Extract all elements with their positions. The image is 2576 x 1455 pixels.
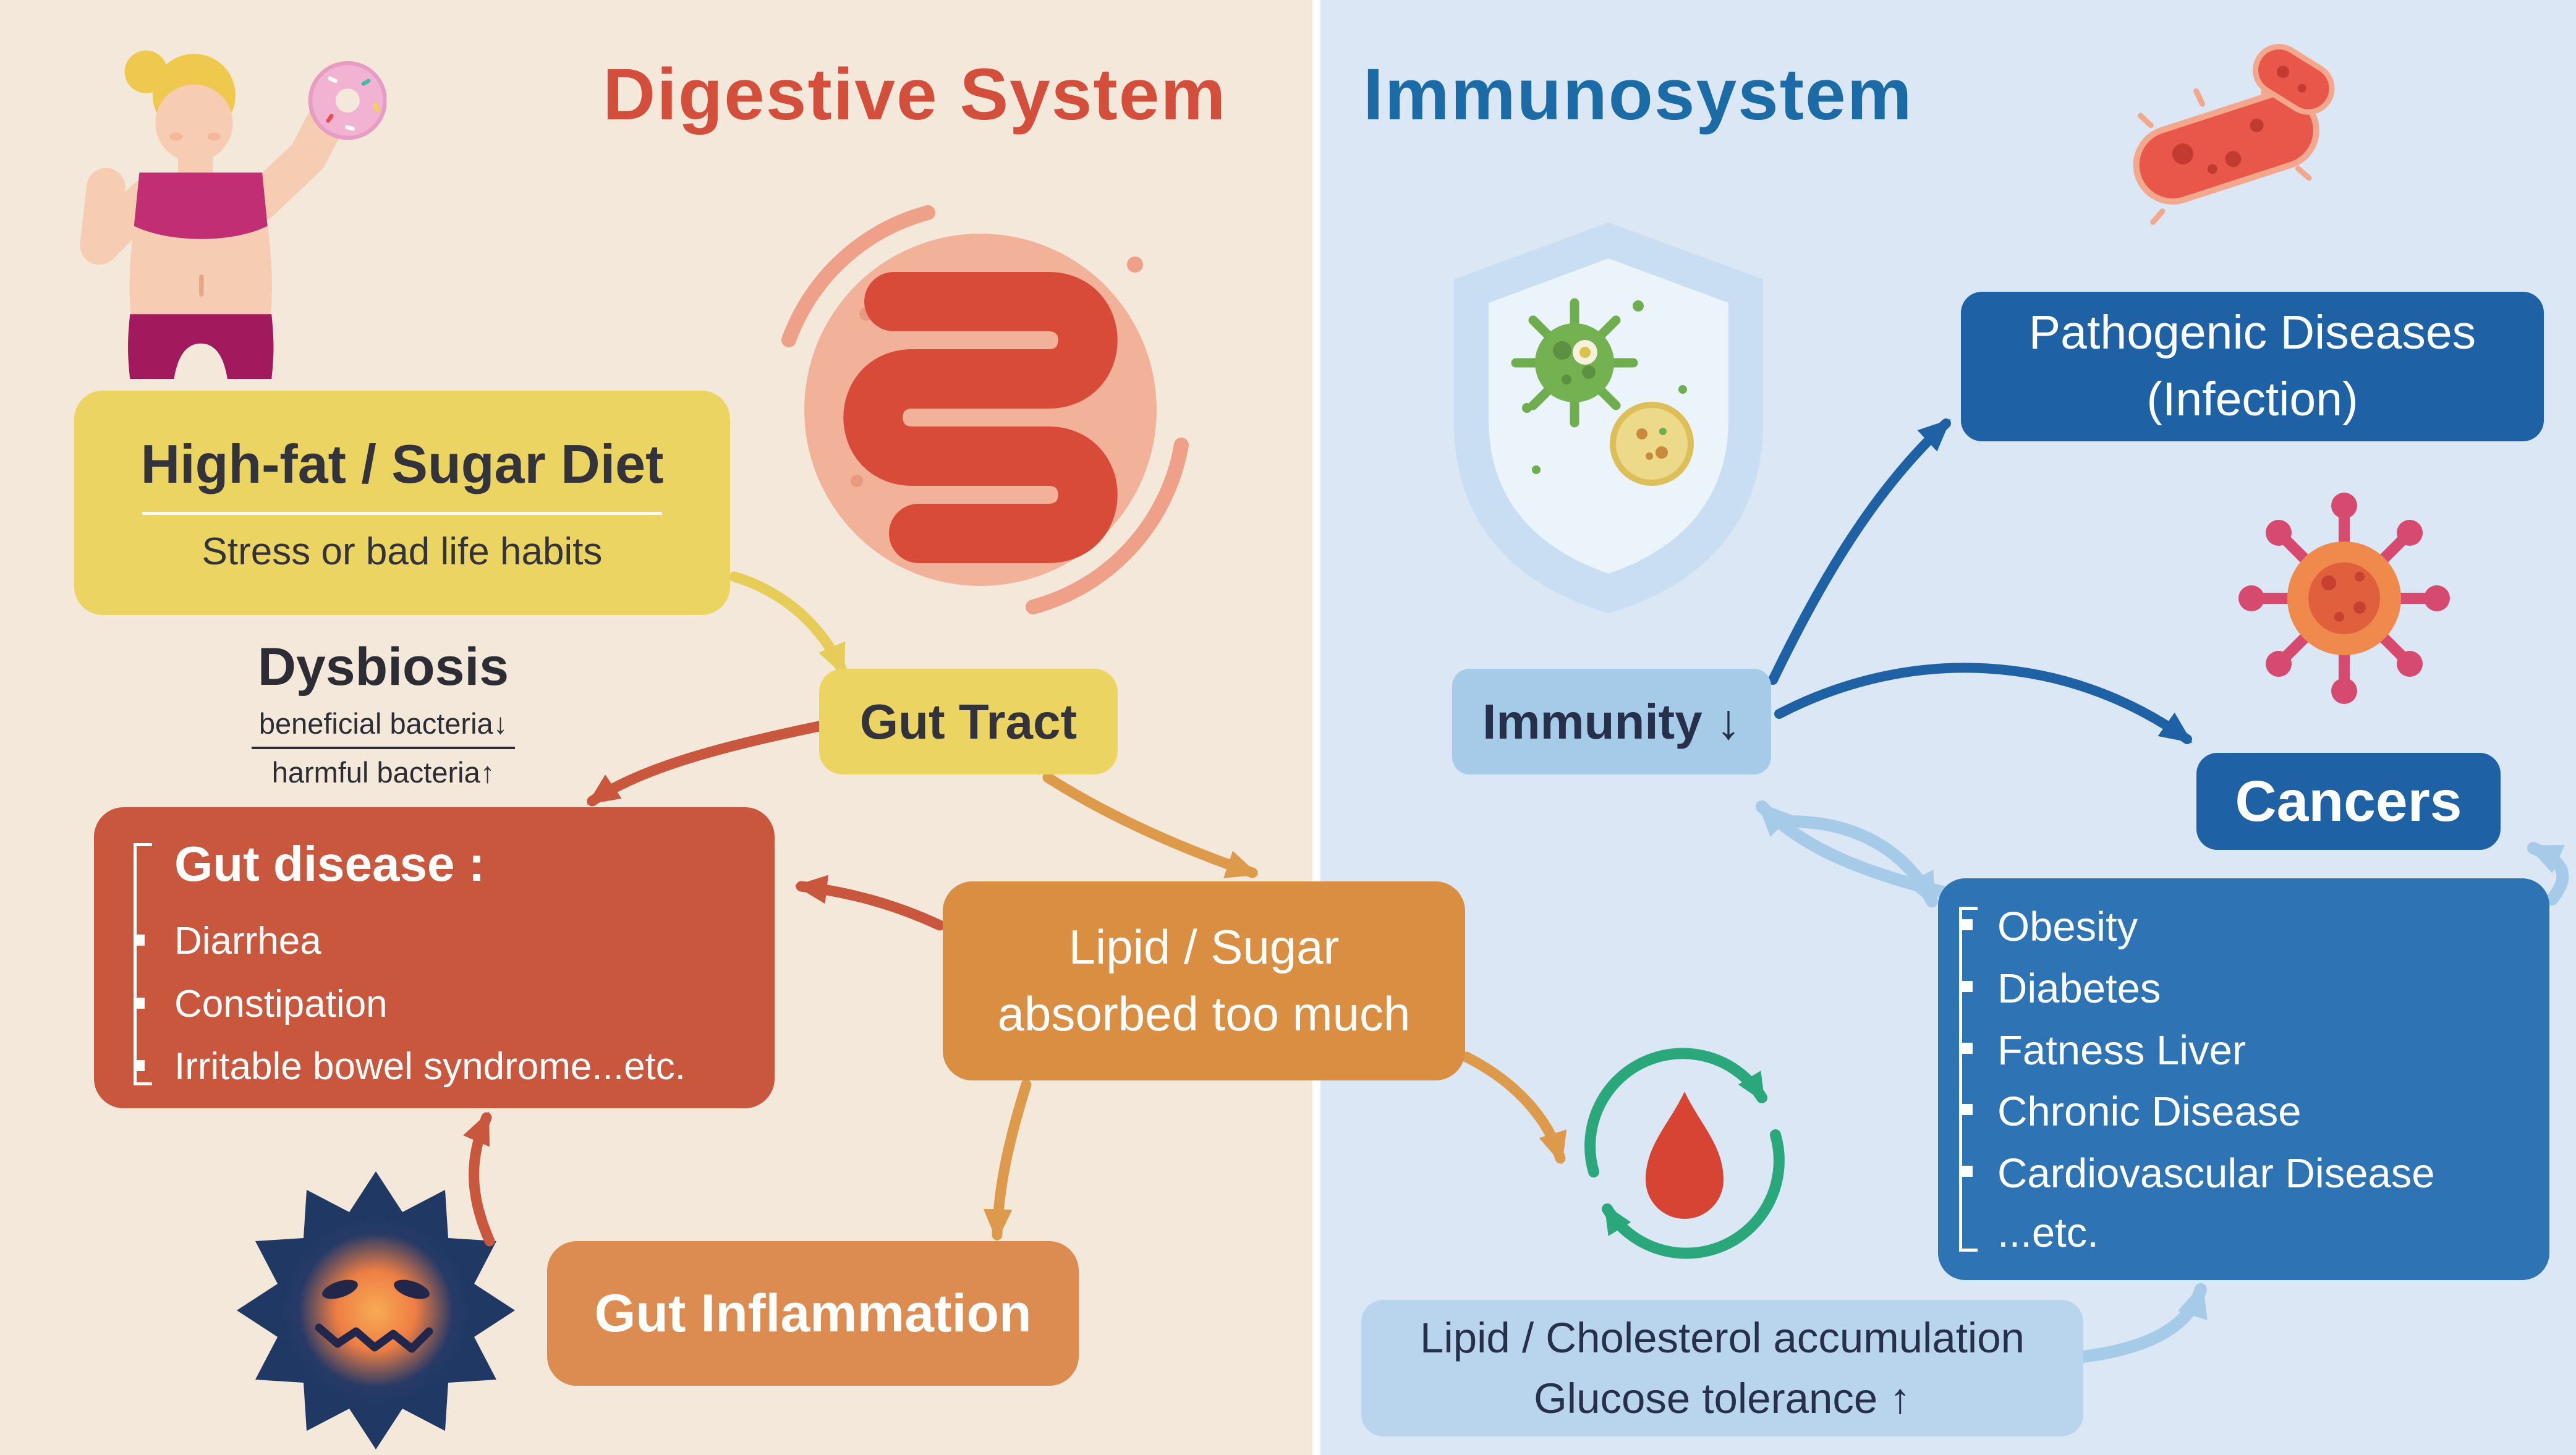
- gut-tract-label: Gut Tract: [859, 694, 1078, 749]
- cancers-box: Cancers: [2196, 753, 2501, 850]
- immunity-box: Immunity ↓: [1452, 669, 1771, 774]
- list-item: Diabetes: [1962, 962, 2435, 1016]
- absorption-line2: absorbed too much: [997, 986, 1411, 1041]
- cancers-label: Cancers: [2235, 769, 2462, 833]
- green-virus-icon: [1511, 298, 1638, 428]
- etc-label: ...etc.: [1997, 1209, 2099, 1256]
- divider-line: [142, 511, 662, 515]
- gut-disease-box: Gut disease : Diarrhea Constipation Irri…: [94, 807, 775, 1108]
- list-item: Diarrhea: [133, 917, 686, 965]
- evil-bacteria-icon: [237, 1171, 515, 1449]
- metabolic-line1: Lipid / Cholesterol accumulation: [1419, 1313, 2025, 1362]
- overweight-woman-illustration: [80, 50, 386, 379]
- intestine-icon: [781, 205, 1189, 614]
- gut-tract-box: Gut Tract: [819, 669, 1118, 774]
- bacteria-ratio: beneficial bacteria↓ harmful bacteria↑: [204, 706, 563, 789]
- pathogenic-diseases-box: Pathogenic Diseases (Infection): [1961, 292, 2544, 441]
- dysbiosis-title: Dysbiosis: [257, 637, 509, 697]
- gut-inflammation-label: Gut Inflammation: [594, 1283, 1032, 1343]
- lipid-sugar-absorption-box: Lipid / Sugar absorbed too much: [943, 881, 1465, 1080]
- virus-icon: [2238, 493, 2450, 704]
- pathogenic-line1: Pathogenic Diseases: [2028, 306, 2476, 360]
- list-item: Chronic Disease: [1962, 1085, 2435, 1139]
- metabolic-line2: Glucose tolerance ↑: [1534, 1374, 1911, 1422]
- list-bracket: [134, 843, 152, 1085]
- gut-disease-title: Gut disease :: [174, 836, 485, 891]
- immunity-label: Immunity ↓: [1482, 694, 1741, 749]
- list-item: Fatness Liver: [1962, 1024, 2435, 1077]
- gut-disease-list: Diarrhea Constipation Irritable bowel sy…: [133, 902, 686, 1091]
- blood-circulation-icon: [1584, 1048, 1785, 1259]
- chronic-disease-list-box: Obesity Diabetes Fatness Liver Chronic D…: [1938, 878, 2549, 1280]
- yellow-cell-icon: [1610, 402, 1694, 486]
- immune-shield-icon: [1454, 223, 1763, 613]
- list-item: Obesity: [1962, 901, 2435, 954]
- list-item: Cardiovascular Disease: [1962, 1147, 2435, 1200]
- diet-box-title: High-fat / Sugar Diet: [140, 433, 664, 494]
- list-item: Constipation: [133, 980, 686, 1029]
- disease-list: Obesity Diabetes Fatness Liver Chronic D…: [1962, 901, 2435, 1200]
- rod-bacteria-icon: [2133, 44, 2335, 225]
- digestive-system-title: Digestive System: [603, 54, 1227, 135]
- gut-inflammation-box: Gut Inflammation: [547, 1241, 1079, 1386]
- beneficial-bacteria-label: beneficial bacteria↓: [251, 706, 516, 749]
- list-item: Irritable bowel syndrome...etc.: [133, 1043, 686, 1091]
- diet-box-subtitle: Stress or bad life habits: [202, 530, 603, 573]
- pathogenic-line2: (Infection): [2146, 373, 2358, 426]
- donut-icon: [308, 61, 386, 140]
- immunosystem-title: Immunosystem: [1363, 54, 1913, 135]
- list-bracket: [1959, 907, 1978, 1252]
- absorption-line1: Lipid / Sugar: [1068, 920, 1340, 975]
- dysbiosis-label: Dysbiosis beneficial bacteria↓ harmful b…: [204, 637, 563, 789]
- harmful-bacteria-label: harmful bacteria↑: [271, 756, 495, 789]
- high-fat-sugar-diet-box: High-fat / Sugar Diet Stress or bad life…: [74, 391, 730, 615]
- lipid-cholesterol-box: Lipid / Cholesterol accumulation Glucose…: [1361, 1300, 2083, 1436]
